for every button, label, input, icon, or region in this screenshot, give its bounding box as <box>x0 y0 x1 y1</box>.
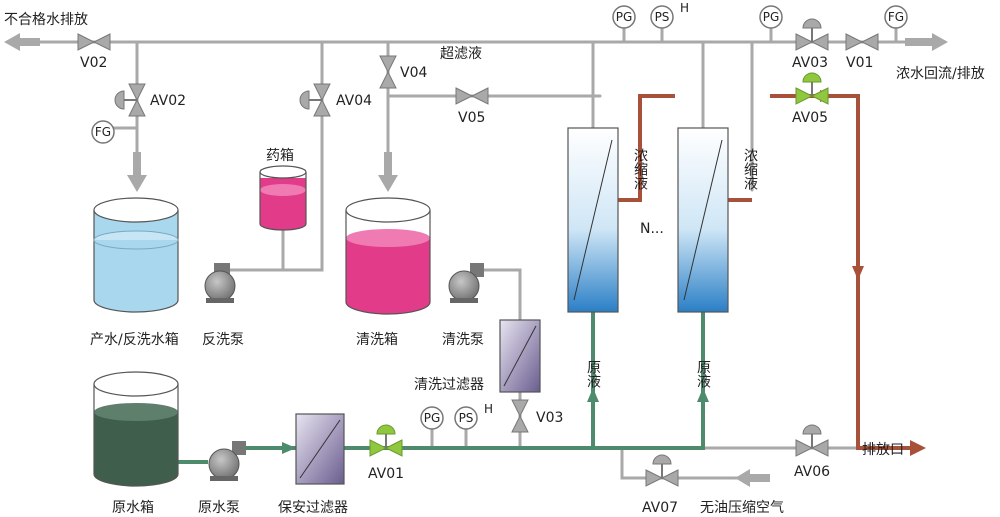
module-count-label: N... <box>640 221 664 237</box>
concentrate-pipes <box>618 94 910 450</box>
av02-valve-icon[interactable] <box>114 83 146 117</box>
fg-right-meter: FG <box>884 5 908 29</box>
concentrate-drain-pipe <box>770 94 910 450</box>
fg-right-label: FG <box>888 10 904 24</box>
chemical-tank <box>259 165 307 231</box>
oil-free-air-label: 无油压缩空气 <box>700 500 784 516</box>
fg-left-label: FG <box>95 125 111 139</box>
v01-valve-icon[interactable] <box>845 33 879 51</box>
pg-right-label: PG <box>763 10 780 24</box>
av05-label: AV05 <box>792 110 828 126</box>
raw-label-2: 原液 <box>695 360 711 388</box>
ps-bottom-switch: PS H <box>454 402 493 430</box>
concentrate-return-label: 浓水回流/排放 <box>896 66 985 82</box>
av03-valve-icon[interactable] <box>795 18 829 51</box>
av07-label: AV07 <box>642 500 678 516</box>
av02-label: AV02 <box>150 93 186 109</box>
backwash-return-pipe <box>224 40 324 272</box>
cleaning-filter-label: 清洗过滤器 <box>414 377 484 393</box>
security-filter-label: 保安过滤器 <box>278 500 348 516</box>
product-tank <box>93 197 179 313</box>
cleaning-inflow-arrow-icon <box>378 152 398 192</box>
v03-valve-icon[interactable] <box>511 399 529 433</box>
ps-top-suffix: H <box>680 1 689 15</box>
av05-valve-icon[interactable] <box>795 72 829 105</box>
product-inflow-arrow-icon <box>127 152 147 192</box>
chemical-tank-label: 药箱 <box>266 148 294 164</box>
raw-pump-label: 原水泵 <box>198 500 240 516</box>
pg-top-gauge: PG <box>612 5 636 29</box>
filtrate-label: 超滤液 <box>440 46 482 62</box>
v03-label: V03 <box>536 410 563 426</box>
module1-conc-pipe <box>618 94 675 202</box>
ps-bottom-label: PS <box>459 411 474 425</box>
av04-label: AV04 <box>336 93 372 109</box>
diagram-labels: 不合格水排放 超滤液 浓水回流/排放 N... 排放口 无油压缩空气 产水/反洗… <box>4 12 985 516</box>
v04-valve-icon[interactable] <box>379 55 397 89</box>
raw-flow-arrow-icon <box>282 442 296 454</box>
membrane-module-1 <box>567 127 619 313</box>
reject-discharge-label: 不合格水排放 <box>4 12 88 28</box>
air-line-pipe <box>620 446 742 480</box>
cleaning-pump-label: 清洗泵 <box>442 332 484 348</box>
cleaning-pump-out <box>476 268 522 322</box>
raw-tank-label: 原水箱 <box>112 500 154 516</box>
av01-valve-icon[interactable] <box>369 424 403 457</box>
concentrate-label-1: 浓缩液 <box>632 148 648 190</box>
cleaning-tank-label: 清洗箱 <box>356 332 398 348</box>
security-filter-icon <box>295 413 345 485</box>
raw-flow-arrow-icon <box>697 388 709 402</box>
v05-label: V05 <box>458 110 485 126</box>
backwash-pump-label: 反洗泵 <box>202 332 244 348</box>
raw-water-tank <box>93 371 179 487</box>
v02-valve-icon[interactable] <box>77 33 111 51</box>
cleaning-tank <box>345 197 431 315</box>
v02-label: V02 <box>80 55 107 71</box>
raw-flow-arrow-icon <box>587 388 599 402</box>
membrane-module-2 <box>677 127 729 313</box>
av06-label: AV06 <box>794 464 830 480</box>
cleaning-pump-icon <box>448 263 484 303</box>
air-inflow-arrow-icon <box>735 469 770 487</box>
pg-right-gauge: PG <box>759 5 783 29</box>
v05-valve-icon[interactable] <box>455 87 489 105</box>
av07-valve-icon[interactable] <box>645 454 679 487</box>
pg-bottom-label: PG <box>424 411 441 425</box>
av03-label: AV03 <box>792 55 828 71</box>
drain-arrow-icon <box>910 440 926 456</box>
raw-pump-icon <box>208 441 246 481</box>
backwash-pump-icon <box>204 263 236 303</box>
fg-left-meter: FG <box>91 120 115 144</box>
cleaning-filter-icon <box>499 319 541 393</box>
av04-valve-icon[interactable] <box>299 83 331 117</box>
v04-label: V04 <box>400 65 427 81</box>
grey-flow-arrows <box>4 33 948 487</box>
av06-valve-icon[interactable] <box>795 424 829 457</box>
raw-label-1: 原液 <box>585 360 601 388</box>
product-tank-label: 产水/反洗水箱 <box>90 332 179 348</box>
ps-bottom-suffix: H <box>484 402 493 416</box>
concentrate-arrows <box>820 90 926 456</box>
raw-flow-arrows <box>282 388 709 454</box>
av01-label: AV01 <box>368 466 404 482</box>
v01-label: V01 <box>846 55 873 71</box>
concentrate-label-2: 浓缩液 <box>742 148 758 190</box>
drain-label: 排放口 <box>862 442 904 458</box>
grey-pipes <box>38 26 912 480</box>
ps-top-switch: PS H <box>650 1 689 29</box>
pg-top-label: PG <box>616 10 633 24</box>
pg-bottom-gauge: PG <box>420 406 444 430</box>
ps-top-label: PS <box>655 10 670 24</box>
conc-flow-arrow-icon <box>852 266 864 280</box>
reject-discharge-arrow-icon <box>4 33 40 51</box>
concentrate-return-arrow-icon <box>905 33 948 51</box>
